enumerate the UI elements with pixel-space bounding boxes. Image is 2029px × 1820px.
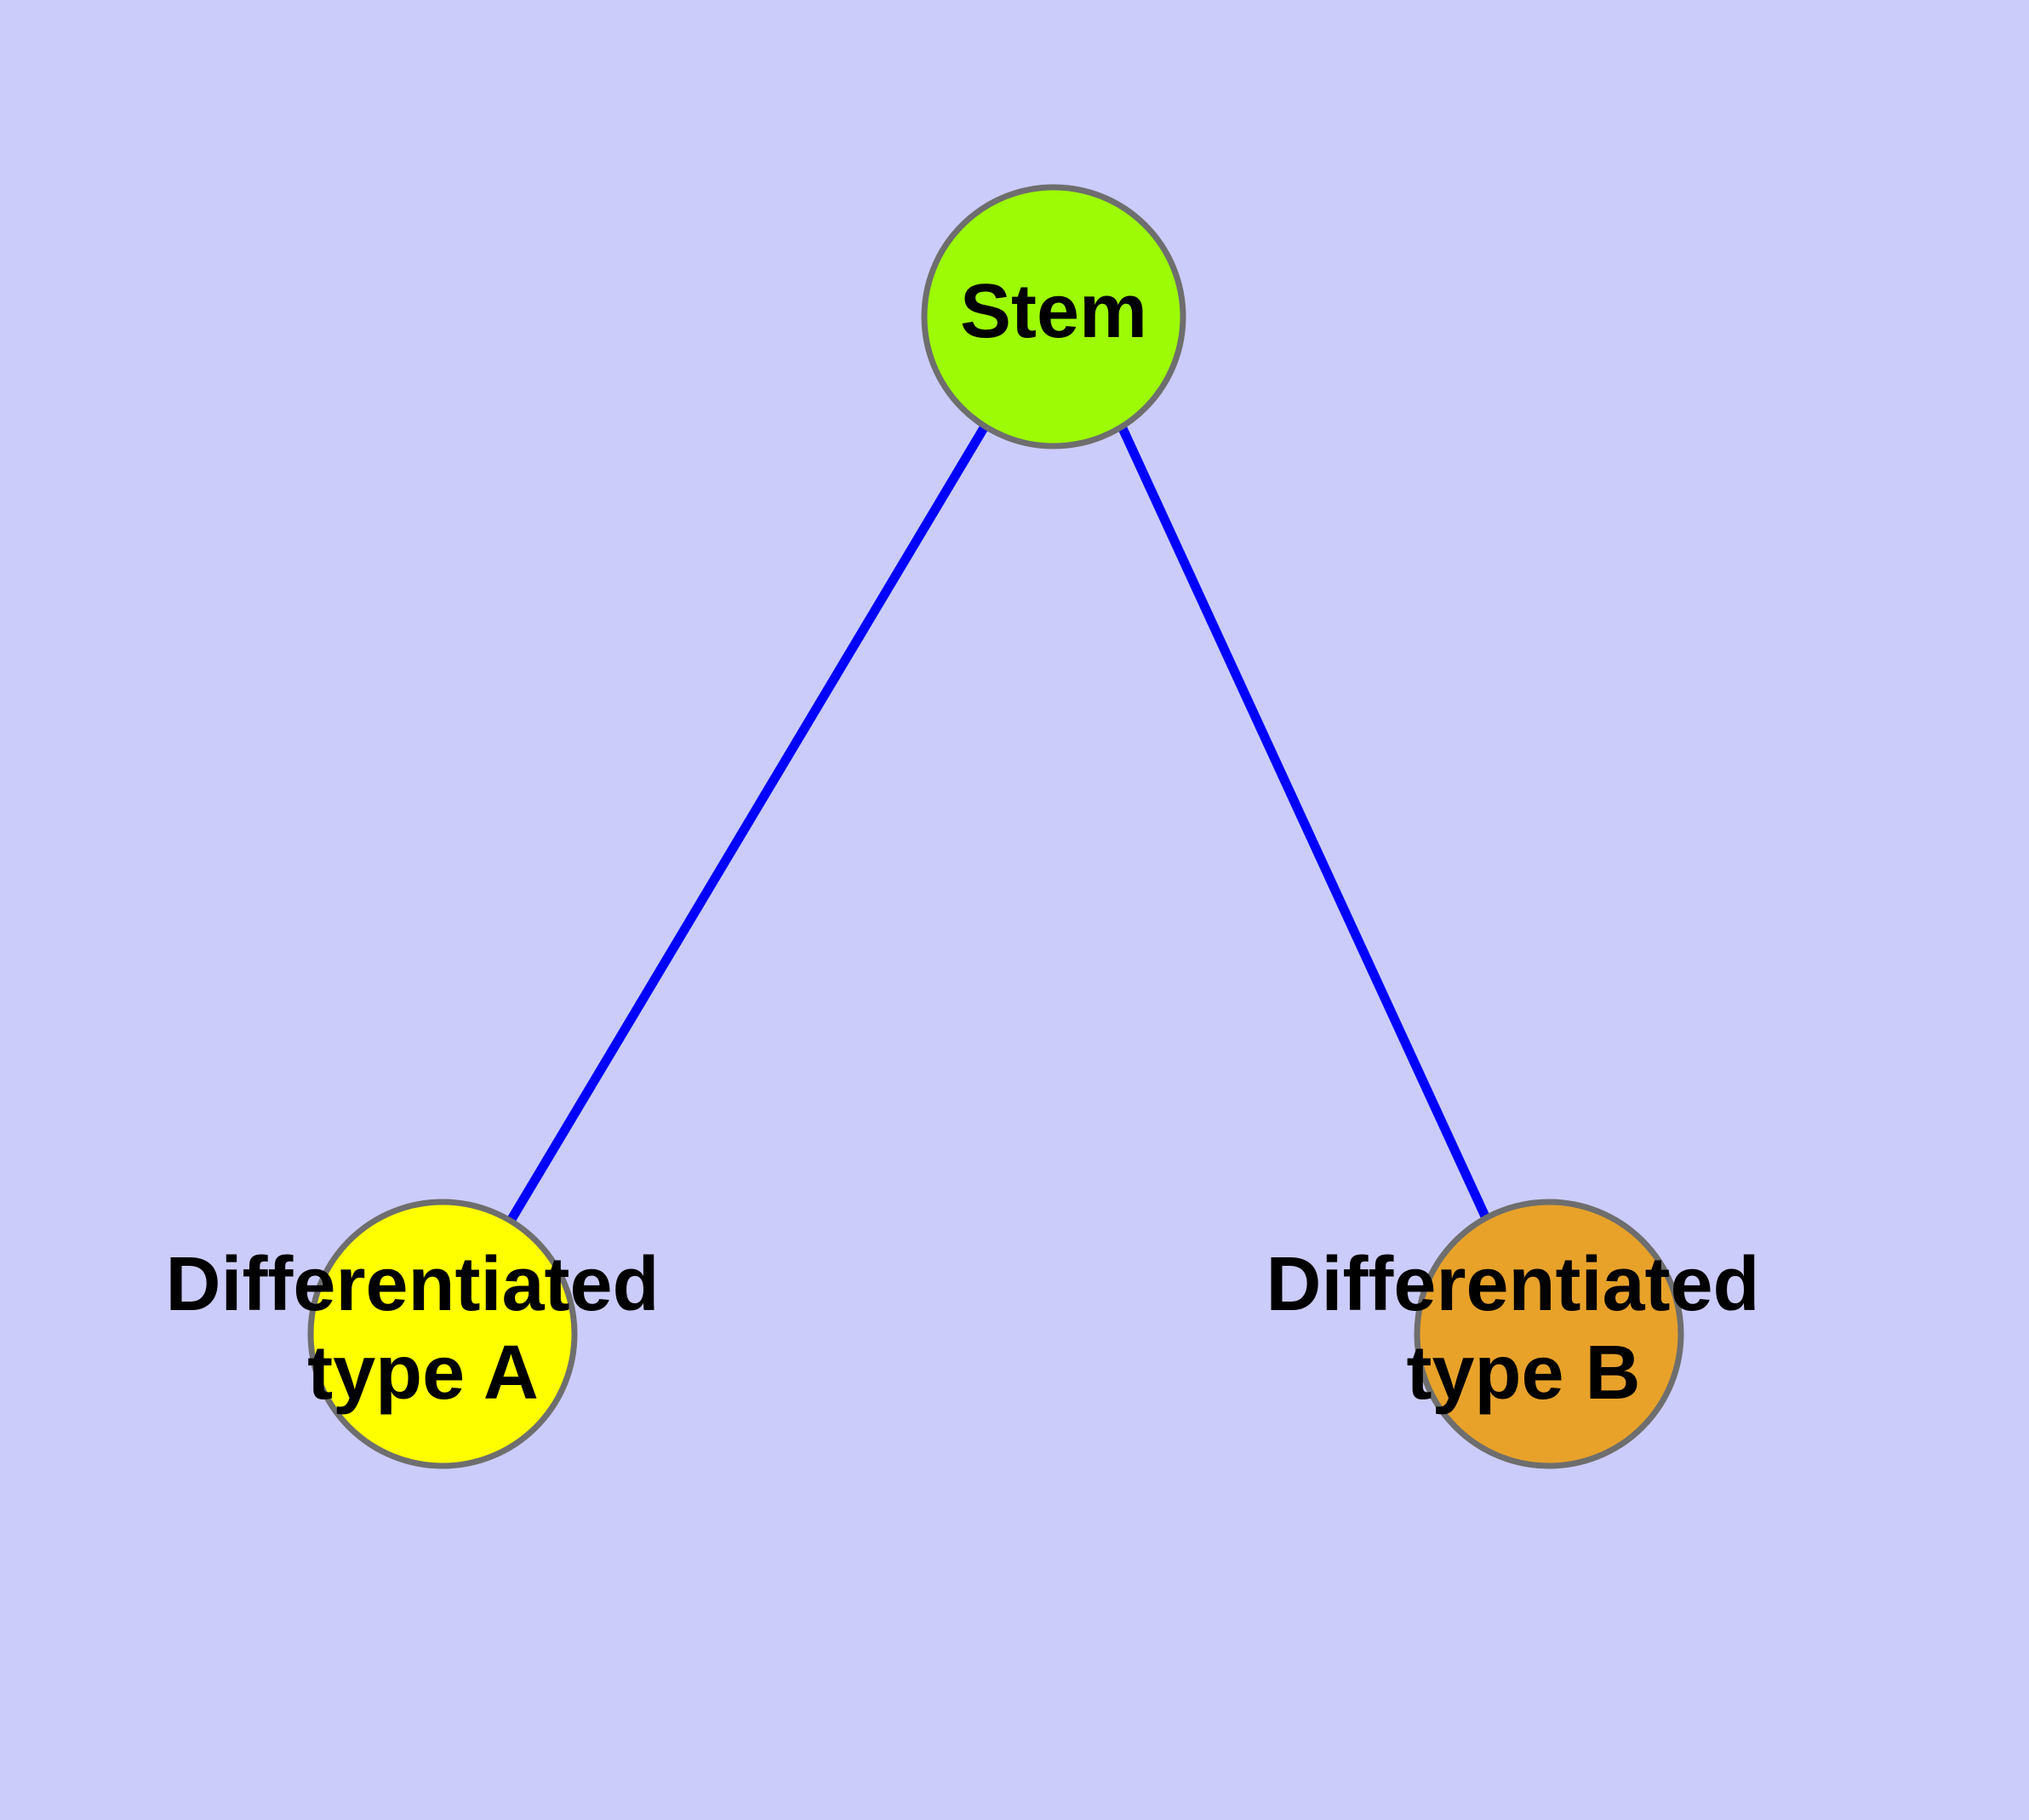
edges-layer (506, 424, 1490, 1223)
node-differentiated-type-b-label-line2: type B (1406, 1331, 1640, 1416)
node-differentiated-type-a-label-line1: Differentiated (165, 1242, 659, 1327)
node-stem-label: Stem (960, 269, 1147, 354)
node-differentiated-type-a-label: Differentiated type A (165, 1242, 680, 1416)
node-differentiated-type-a[interactable]: Differentiated type A (165, 1199, 680, 1469)
node-differentiated-type-a-circle[interactable] (307, 1199, 578, 1469)
node-differentiated-type-a-label-line2: type A (307, 1331, 539, 1416)
node-differentiated-type-b-circle[interactable] (1414, 1199, 1684, 1469)
edge-stem-to-differentiated-type-a[interactable] (506, 424, 989, 1223)
node-stem-label-line1: Stem (960, 269, 1147, 354)
node-differentiated-type-b-label-line1: Differentiated (1266, 1242, 1759, 1327)
node-differentiated-type-b[interactable]: Differentiated type B (1266, 1199, 1780, 1469)
nodes-layer: Stem Differentiated type A Differentiate… (165, 184, 1780, 1469)
node-stem[interactable]: Stem (921, 184, 1186, 449)
node-stem-circle[interactable] (921, 184, 1186, 449)
node-differentiated-type-b-label: Differentiated type B (1266, 1242, 1780, 1416)
edge-stem-to-differentiated-type-b[interactable] (1117, 424, 1490, 1221)
